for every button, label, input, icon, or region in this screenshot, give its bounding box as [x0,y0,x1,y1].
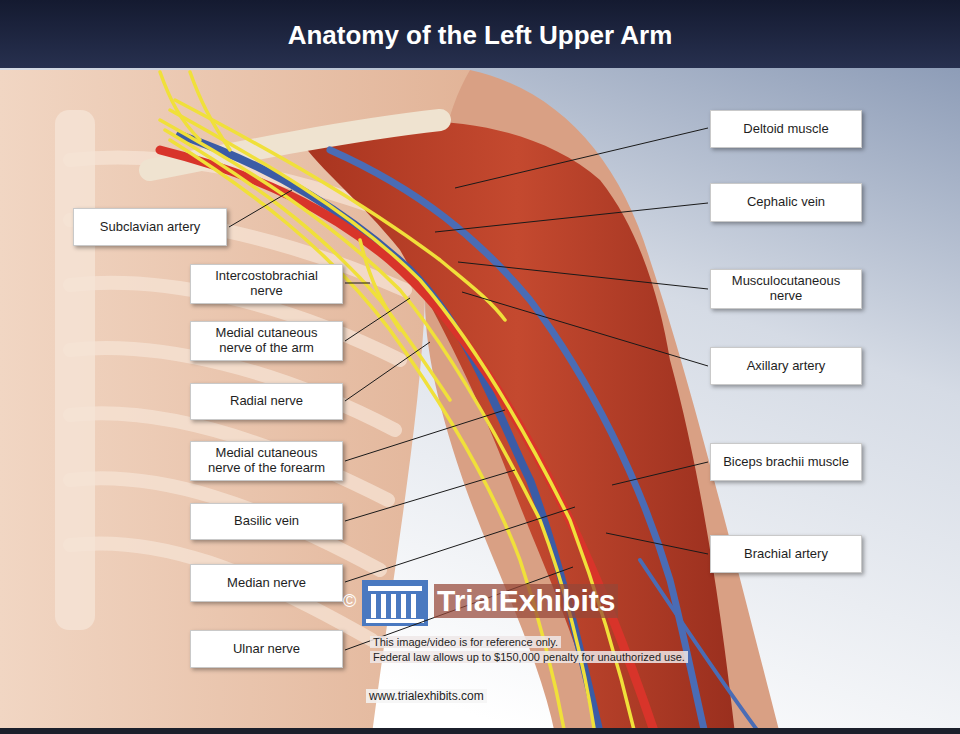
logo-text: TrialExhibits [434,584,618,618]
label-box: Medial cutaneous nerve of the arm [190,321,343,361]
notice-text: Federal law allows up to $150,000 penalt… [370,651,688,663]
leader-line [455,128,708,188]
website-url: www.trialexhibits.com [366,689,487,703]
structure-label: Musculocutaneous nerve [719,274,853,304]
cephalic-vein [330,150,705,734]
label-box: Intercostobrachial nerve [190,264,343,304]
leader-line [606,533,708,554]
label-box: Biceps brachii muscle [710,443,862,481]
structure-label: Radial nerve [230,394,303,409]
leader-line [458,262,708,289]
label-box: Axillary artery [710,347,862,385]
leader-line [345,342,430,401]
vessels [160,135,760,734]
structure-label: Median nerve [227,576,306,591]
label-box: Median nerve [190,564,343,602]
structure-label: Medial cutaneous nerve of the arm [199,326,334,356]
structure-label: Axillary artery [747,359,826,374]
copyright-symbol: © [340,591,359,612]
structure-label: Basilic vein [234,514,299,529]
label-box: Ulnar nerve [190,630,343,668]
label-box: Brachial artery [710,535,862,573]
label-box: Cephalic vein [710,183,862,222]
bottom-border [0,728,960,734]
structure-label: Medial cutaneous nerve of the forearm [199,446,334,476]
diagram-title: Anatomy of the Left Upper Arm [0,20,960,51]
label-box: Subclavian artery [73,208,227,246]
label-box: Basilic vein [190,503,343,540]
structure-label: Subclavian artery [100,220,200,235]
leader-line [229,190,292,227]
structure-label: Deltoid muscle [743,122,828,137]
structure-label: Brachial artery [744,547,828,562]
small-vein [640,560,760,734]
leader-line [345,507,575,582]
leader-line [462,292,708,366]
sternum [55,110,95,630]
leader-line [345,298,410,341]
title-bar [0,0,960,68]
logo-icon [362,580,428,626]
label-box: Medial cutaneous nerve of the forearm [190,441,343,481]
structure-label: Ulnar nerve [233,642,300,657]
leader-line [435,203,708,232]
structure-label: Cephalic vein [747,195,825,210]
label-box: Radial nerve [190,383,343,420]
leader-line [345,470,515,521]
label-box: Deltoid muscle [710,110,862,148]
leader-line [345,410,505,461]
structure-label: Biceps brachii muscle [723,455,849,470]
leader-line [612,462,708,485]
leader-line [345,283,370,284]
notice-text: This image/video is for reference only. [370,636,561,648]
structure-label: Intercostobrachial nerve [199,269,334,299]
label-box: Musculocutaneous nerve [710,269,862,309]
nerves [160,72,635,734]
